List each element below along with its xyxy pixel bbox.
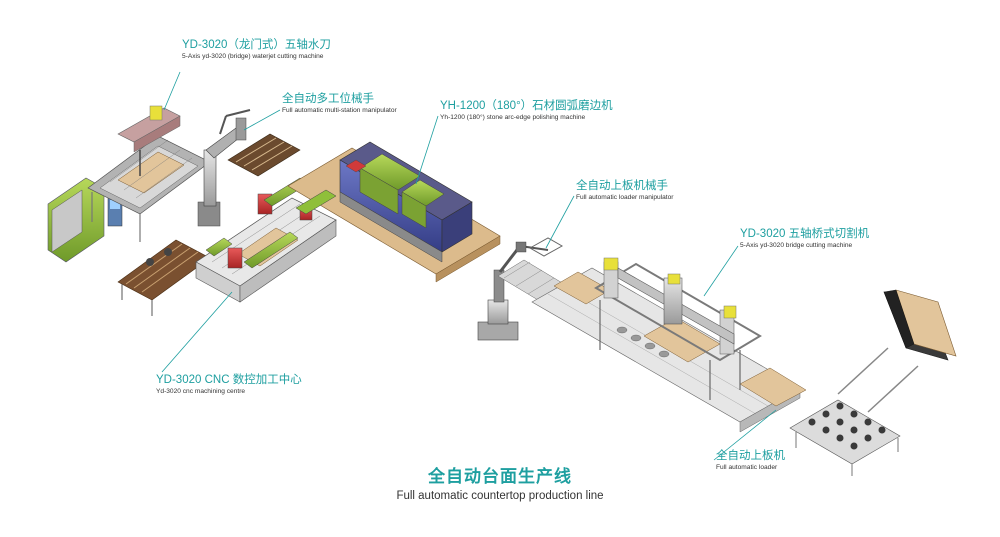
callout-waterjet-en: 5-Axis yd-3020 (bridge) waterjet cutting… [182,53,324,61]
callout-bridge-cutting-zh: YD-3020 五轴桥式切割机 [740,228,870,240]
roller-table-1 [227,133,301,177]
callout-loader-manipulator-zh: 全自动上板机械手 [576,180,668,192]
callout-loader: 全自动上板机 Full automatic loader [716,450,785,472]
callout-loader-zh: 全自动上板机 [716,450,785,462]
callout-bridge-cutting-en: 5-Axis yd-3020 bridge cutting machine [740,242,853,250]
bridge-cutting-machine [531,257,807,433]
callout-cnc-zh: YD-3020 CNC 数控加工中心 [156,374,302,386]
waterjet-machine [47,105,211,263]
callout-polishing: YH-1200（180°）石材圆弧磨边机 Yh-1200 (180°) ston… [440,100,613,122]
title-en: Full automatic countertop production lin… [396,490,604,502]
callout-loader-manipulator-en: Full automatic loader manipulator [576,194,674,202]
wood-rack-left [117,239,211,316]
callout-polishing-en: Yh-1200 (180°) stone arc-edge polishing … [440,114,586,122]
callout-loader-en: Full automatic loader [716,464,778,472]
loader-machine [789,289,957,476]
title-zh: 全自动台面生产线 [428,467,572,486]
cnc-machine [195,177,337,303]
polishing-machine [287,141,501,283]
callout-manipulator: 全自动多工位械手 Full automatic multi-station ma… [282,93,397,115]
leader-lines [161,71,777,461]
robot-manipulator-2 [477,237,564,341]
callout-manipulator-zh: 全自动多工位械手 [282,93,374,105]
robot-manipulator-1 [197,109,251,227]
callout-cnc-en: Yd-3020 cnc machining centre [156,388,246,396]
callout-bridge-cutting: YD-3020 五轴桥式切割机 5-Axis yd-3020 bridge cu… [740,228,869,250]
diagram-title: 全自动台面生产线 Full automatic countertop produ… [0,462,1000,502]
callout-cnc: YD-3020 CNC 数控加工中心 Yd-3020 cnc machining… [156,374,302,396]
callout-polishing-zh: YH-1200（180°）石材圆弧磨边机 [440,100,613,112]
callout-waterjet: YD-3020（龙门式）五轴水刀 5-Axis yd-3020 (bridge)… [182,39,331,61]
callout-loader-manipulator: 全自动上板机械手 Full automatic loader manipulat… [576,180,674,202]
callout-waterjet-zh: YD-3020（龙门式）五轴水刀 [182,39,331,51]
callout-manipulator-en: Full automatic multi-station manipulator [282,107,397,115]
